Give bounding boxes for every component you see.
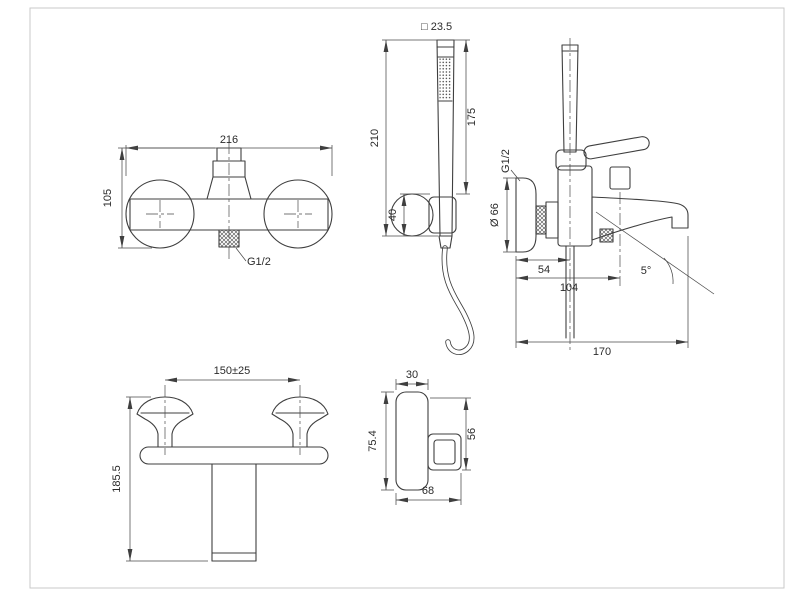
side-view-outline [515,44,689,339]
handset-side [561,44,579,153]
spray-face [439,58,452,100]
dim-front-width: 216 [220,134,238,146]
left-handle [136,396,194,448]
label-head-square: □ 23.5 [421,21,452,33]
dim-escutcheon-diameter: Ø 66 [489,203,501,227]
dim-bracket-height: 75.4 [367,430,379,451]
dim-bracket-depth: 30 [406,369,418,381]
bracket-clamp [427,433,462,471]
hand-shower-view [390,39,475,355]
bracket-body [395,391,429,491]
front-view-dimensions [118,145,333,262]
spout [591,196,689,241]
inlet-nipple [535,205,547,235]
dim-spout-reach: 170 [593,346,611,358]
dim-inlet-spacing: 150±25 [214,365,251,377]
dim-wall-to-handset: 54 [538,264,550,276]
shower-mixer-view [136,396,329,562]
dim-wall-to-diverter: 104 [560,282,578,294]
holder-bracket [428,196,457,234]
right-escutcheon [263,179,333,249]
dim-bracket-width: 68 [422,485,434,497]
dim-total-height: 210 [369,129,381,147]
left-escutcheon [125,179,195,249]
label-inlet-thread: G1/2 [500,149,512,173]
bracket-dimensions [381,379,471,505]
shower-mixer-dimensions [126,377,300,562]
dim-bracket-height: 40 [387,209,399,221]
drawing-frame [29,7,785,589]
bracket-view [395,391,462,491]
mixer-crossbar [139,446,329,465]
hose-nut [438,235,453,249]
diverter-knob [609,166,631,190]
handset-cradle [555,149,587,171]
dim-clamp-height: 56 [466,428,478,440]
wall-escutcheon [515,177,537,253]
dim-mixer-height: 185.5 [111,465,123,493]
right-handle [271,396,329,448]
dim-front-height: 105 [102,189,114,207]
hand-shower-dimensions [382,39,470,237]
shower-mixer-centerlines [164,385,301,455]
front-view-centerlines [146,142,312,262]
front-view-outline [125,147,333,249]
side-view-dimensions [503,169,715,348]
mixer-body [557,165,593,247]
dim-handset-height: 175 [466,108,478,126]
label-outlet-thread: G1/2 [247,256,271,268]
diverter-pull [599,228,614,243]
dim-spout-angle: 5° [641,265,652,277]
mixer-lever [583,136,650,160]
side-view-centerlines [569,38,621,352]
